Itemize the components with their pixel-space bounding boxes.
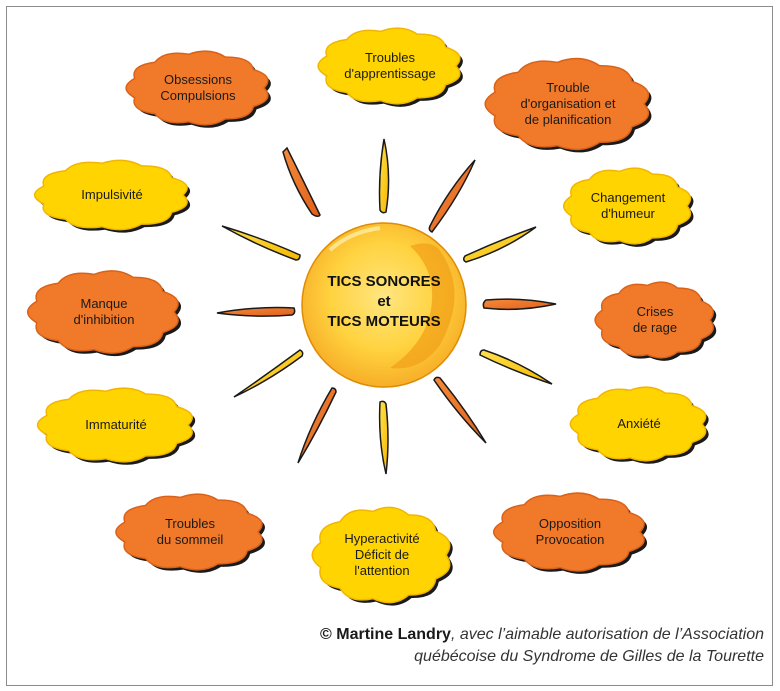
cloud-label: du sommeil bbox=[157, 532, 224, 547]
credit-text: © Martine Landry, avec l’aimable autoris… bbox=[24, 624, 764, 668]
cloud-shape bbox=[317, 27, 461, 105]
cloud-shape bbox=[36, 387, 193, 463]
cloud-label: Obsessions bbox=[164, 72, 232, 87]
cloud-anxiete: Anxiété bbox=[569, 386, 709, 464]
cloud-label: Provocation bbox=[536, 532, 605, 547]
cloud-label: Crises bbox=[637, 304, 674, 319]
cloud-label: de planification bbox=[525, 112, 612, 127]
center-title-line1: TICS SONORES bbox=[327, 273, 440, 290]
sun-ray bbox=[282, 146, 321, 218]
cloud-label: Opposition bbox=[539, 516, 601, 531]
credit-author: © Martine Landry bbox=[320, 626, 451, 643]
cloud-label: Trouble bbox=[546, 80, 590, 95]
credit-line2: québécoise du Syndrome de Gilles de la T… bbox=[414, 648, 764, 665]
sun-ray bbox=[233, 349, 304, 398]
cloud-shape bbox=[311, 506, 451, 604]
cloud-shape bbox=[594, 281, 714, 359]
cloud-label: Troubles bbox=[165, 516, 216, 531]
cloud-shape bbox=[492, 492, 645, 572]
cloud-label: Manque bbox=[81, 296, 128, 311]
sun-center: TICS SONORES et TICS MOTEURS bbox=[301, 222, 467, 388]
cloud-label: d'inhibition bbox=[73, 312, 134, 327]
cloud-immaturite: Immaturité bbox=[36, 387, 196, 465]
cloud-label: Changement bbox=[591, 190, 666, 205]
sun-rays bbox=[216, 138, 557, 475]
cloud-label: Anxiété bbox=[617, 416, 660, 431]
cloud-label: Hyperactivité bbox=[344, 531, 419, 546]
sun-ray bbox=[378, 138, 390, 214]
sun-ray bbox=[221, 225, 301, 261]
cloud-shape bbox=[115, 493, 263, 571]
cloud-label: d'organisation et bbox=[521, 96, 616, 111]
cloud-label: de rage bbox=[633, 320, 677, 335]
cloud-label: d'apprentissage bbox=[344, 66, 435, 81]
cloud-label: l'attention bbox=[354, 563, 409, 578]
sun-ray bbox=[482, 298, 557, 311]
sun-ray bbox=[297, 387, 337, 464]
sun-ray bbox=[433, 376, 487, 444]
cloud-label: Immaturité bbox=[85, 417, 146, 432]
cloud-label: Déficit de bbox=[355, 547, 409, 562]
cloud-label: Impulsivité bbox=[81, 187, 142, 202]
cloud-shape bbox=[125, 50, 269, 126]
sun-ray bbox=[428, 159, 476, 233]
cloud-shape bbox=[569, 386, 707, 462]
cloud-label: Compulsions bbox=[160, 88, 236, 103]
clouds-layer: Troublesd'apprentissageTroubled'organisa… bbox=[26, 27, 717, 606]
cloud-shape bbox=[562, 167, 692, 245]
cloud-shape bbox=[26, 270, 179, 354]
sun-ray bbox=[378, 400, 389, 475]
sun-ray bbox=[479, 349, 553, 385]
center-title-line2: et bbox=[377, 293, 390, 310]
cloud-impulsivite: Impulsivité bbox=[33, 159, 191, 233]
center-title-line3: TICS MOTEURS bbox=[327, 313, 440, 330]
cloud-shape bbox=[484, 57, 650, 151]
cloud-shape bbox=[33, 159, 188, 231]
sun-ray bbox=[216, 306, 296, 317]
sun-ray bbox=[462, 226, 537, 263]
cloud-label: d'humeur bbox=[601, 206, 655, 221]
cloud-label: Troubles bbox=[365, 50, 416, 65]
credit-line1: , avec l’aimable autorisation de l’Assoc… bbox=[450, 626, 764, 643]
